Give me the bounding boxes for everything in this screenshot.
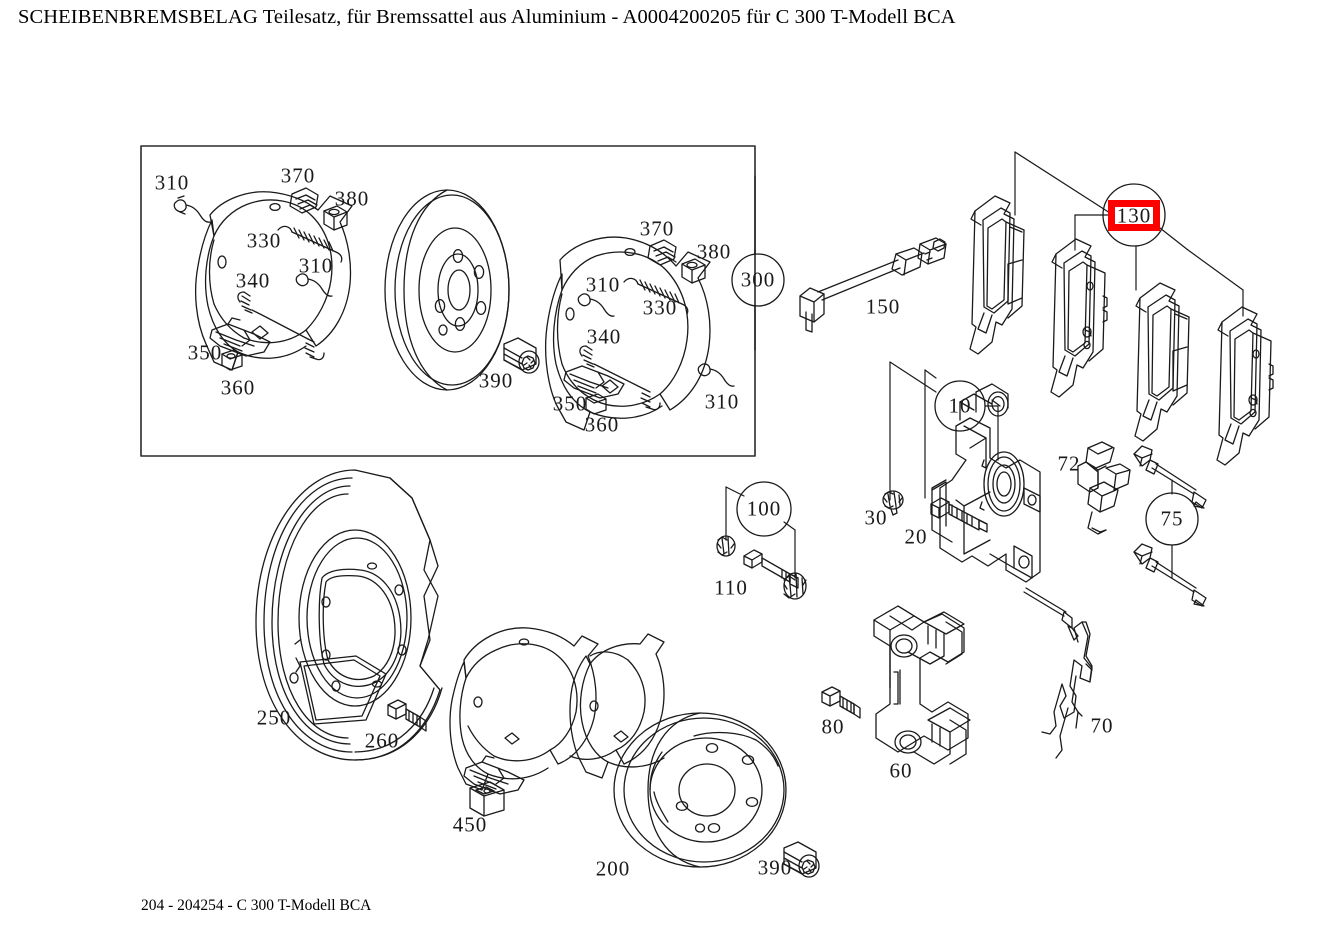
carrier-bolt-80: [821, 686, 861, 719]
highlight-label-130: 130: [1116, 203, 1152, 227]
spring-330-a: [277, 225, 343, 263]
part-label-390a: 390: [478, 368, 514, 393]
part-label-360b: 360: [584, 412, 620, 437]
wear-sensor-150: [799, 237, 947, 333]
inset-brake-shoe-left: [194, 191, 353, 371]
retaining-pin-lower-75: [1133, 543, 1207, 607]
disc-screw-390-b: [783, 841, 820, 878]
part-label-72: 72: [1057, 451, 1081, 476]
part-label-350b: 350: [552, 391, 588, 416]
brake-disc-200: [613, 712, 787, 868]
callout-label-300: 300: [740, 267, 776, 292]
brake-pad-4: [1216, 306, 1274, 466]
clip-360-b: [585, 393, 607, 415]
part-label-310c: 310: [585, 272, 621, 297]
callout-label-100: 100: [746, 496, 782, 521]
guide-sleeve-100-a: [716, 535, 736, 557]
part-label-80: 80: [821, 714, 845, 739]
brake-pad-2: [1050, 238, 1108, 398]
pad-retaining-spring-72: [1077, 441, 1131, 535]
part-label-380a: 380: [334, 186, 370, 211]
part-label-340b: 340: [586, 324, 622, 349]
brake-pad-1: [969, 195, 1025, 355]
brake-pad-3: [1134, 282, 1190, 442]
inset-brake-disc: [384, 189, 510, 391]
backing-plate-250: [255, 469, 443, 761]
part-label-20: 20: [904, 524, 928, 549]
lever-350-a: [209, 317, 271, 357]
retaining-pin-upper-75: [1133, 445, 1207, 509]
part-label-200: 200: [595, 856, 631, 881]
spring-310-c: [577, 293, 615, 317]
guide-sleeve-100-b: [783, 572, 807, 600]
clip-370-b: [647, 239, 677, 266]
part-label-330b: 330: [642, 295, 678, 320]
part-label-390b: 390: [757, 855, 793, 880]
leader-lines-130: [1014, 151, 1244, 317]
part-label-360a: 360: [220, 375, 256, 400]
spring-clip-70: [1023, 587, 1093, 759]
spring-310-a: [173, 195, 211, 223]
part-label-30: 30: [864, 505, 888, 530]
parking-brake-shoe-left: [449, 627, 599, 791]
leader-lines-10: [889, 361, 999, 501]
bleeder-screw-30: [882, 490, 904, 516]
spring-310-d: [697, 363, 735, 387]
part-label-250: 250: [256, 705, 292, 730]
part-label-310b: 310: [298, 253, 334, 278]
strut-340-b: [579, 345, 661, 411]
part-label-370b: 370: [639, 216, 675, 241]
part-label-330a: 330: [246, 228, 282, 253]
adjuster-clip-450: [469, 781, 505, 817]
strut-340-a: [237, 291, 325, 361]
disc-screw-390-a: [503, 337, 540, 374]
part-label-370a: 370: [280, 163, 316, 188]
cap-380-b: [681, 258, 706, 284]
callout-label-10: 10: [948, 393, 972, 418]
page-title: SCHEIBENBREMSBELAG Teilesatz, für Bremss…: [18, 6, 956, 28]
inset-brake-shoe-right: [544, 236, 711, 431]
part-label-70: 70: [1090, 713, 1114, 738]
caliper-carrier-60: [873, 605, 971, 765]
clip-360-a: [221, 349, 243, 371]
clip-370-a: [289, 187, 319, 214]
lever-350-b: [563, 365, 625, 399]
cap-380-a: [323, 205, 348, 231]
part-label-110: 110: [714, 575, 748, 600]
part-label-310d: 310: [704, 389, 740, 414]
part-label-450: 450: [452, 812, 488, 837]
part-label-150: 150: [865, 294, 901, 319]
part-label-260: 260: [364, 728, 400, 753]
spring-310-b: [295, 273, 333, 297]
part-label-350a: 350: [187, 340, 223, 365]
page-footer: 204 - 204254 - C 300 T-Modell BCA: [141, 897, 372, 914]
part-label-60: 60: [889, 758, 913, 783]
part-label-380b: 380: [696, 239, 732, 264]
part-label-310a: 310: [154, 170, 190, 195]
spring-330-b: [623, 277, 689, 315]
callout-label-75: 75: [1160, 506, 1184, 531]
parking-brake-shoe-right: [569, 633, 665, 779]
backing-plate-bolt-260: [387, 699, 427, 732]
part-label-340a: 340: [235, 268, 271, 293]
